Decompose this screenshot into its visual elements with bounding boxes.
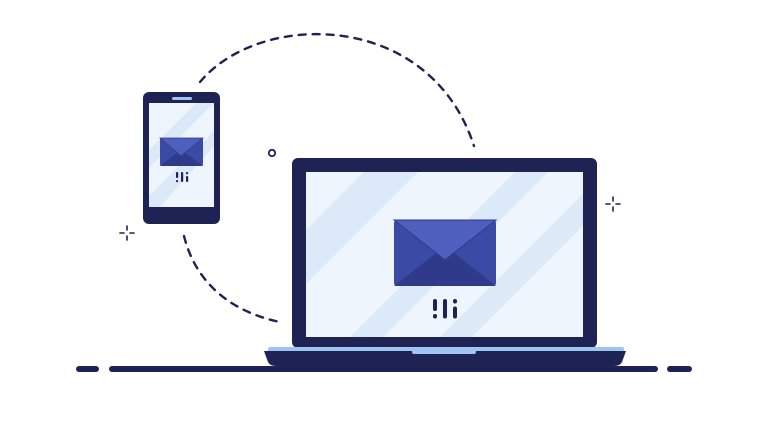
dashed-arc-connector (182, 32, 476, 324)
laptop-icon (264, 158, 626, 366)
envelope-icon (158, 137, 205, 166)
sync-indicator-icon (176, 172, 189, 183)
sparkle-icon (605, 196, 621, 212)
envelope-icon (392, 219, 498, 286)
smartphone-icon (143, 92, 220, 224)
sync-indicator-icon (433, 299, 457, 319)
small-circle-decoration (267, 148, 277, 158)
sparkle-icon (119, 225, 135, 241)
